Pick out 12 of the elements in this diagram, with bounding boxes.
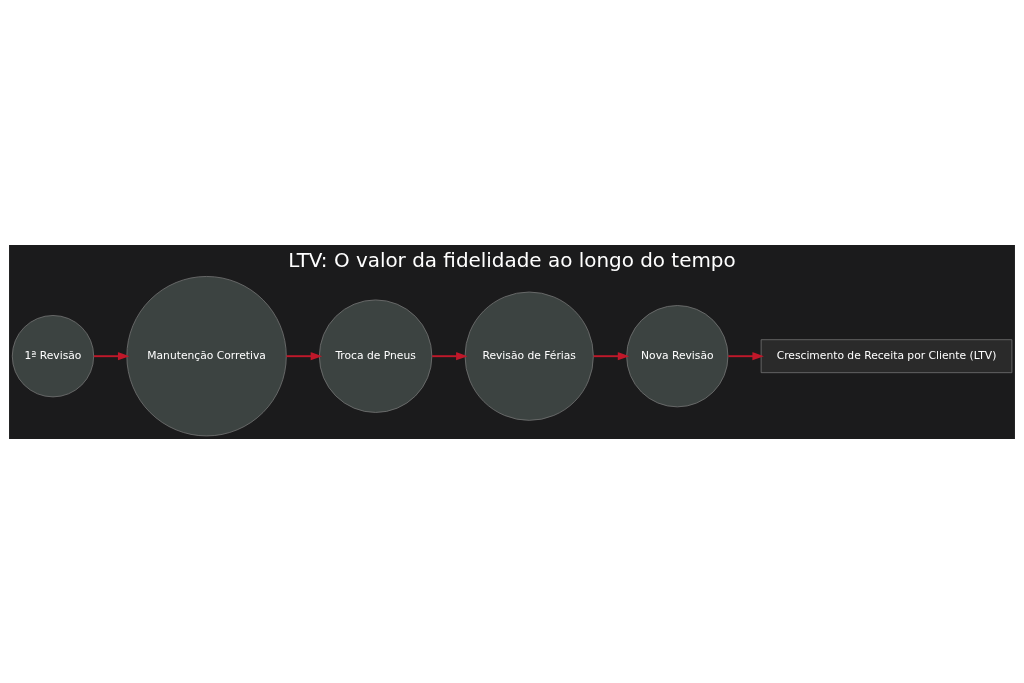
- arrow: [92, 351, 130, 360]
- arrow: [727, 351, 764, 360]
- node-circle: Nova Revisão: [626, 304, 729, 407]
- node-circle: 1ª Revisão: [11, 314, 95, 397]
- arrow: [431, 351, 468, 360]
- diagram-title: LTV: O valor da fidelidade ao longo do tempo: [288, 248, 736, 272]
- arrow: [592, 351, 630, 360]
- node-circle: Troca de Pneus: [318, 299, 433, 413]
- node-circle: Manutenção Corretiva: [126, 275, 287, 436]
- node-circle: Revisão de Férias: [464, 291, 594, 421]
- node-box: Crescimento de Receita por Cliente (LTV): [760, 338, 1013, 373]
- arrow: [285, 351, 323, 360]
